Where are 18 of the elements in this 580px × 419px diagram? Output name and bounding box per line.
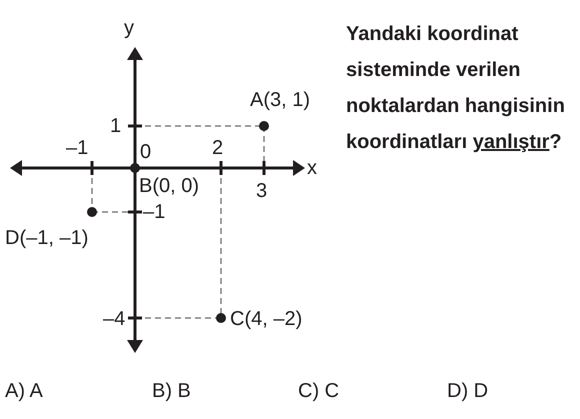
point-label: D(–1, –1) xyxy=(5,228,88,248)
axis-label: x xyxy=(307,158,317,178)
point-label: B(0, 0) xyxy=(139,176,200,196)
answer-option: D) D xyxy=(447,381,488,401)
axis-label: y xyxy=(124,18,134,38)
tick-label: 3 xyxy=(256,181,268,201)
tick-label: 1 xyxy=(110,116,122,136)
tick-label: –4 xyxy=(103,309,126,329)
tick-label: –1 xyxy=(143,202,166,222)
point-label: C(4, –2) xyxy=(230,309,302,329)
point-label: A(3, 1) xyxy=(250,90,310,110)
tick-label: –1 xyxy=(66,138,88,158)
tick-label: 2 xyxy=(212,138,224,158)
answer-option: C) C xyxy=(298,381,340,401)
answer-option: A) A xyxy=(5,381,43,401)
tick-label: 0 xyxy=(140,142,152,162)
answer-option: B) B xyxy=(152,381,191,401)
question-text: Yandaki koordinat sisteminde verilen noktalardan hangisinin koordinatları yanlıştır? xyxy=(346,22,566,155)
